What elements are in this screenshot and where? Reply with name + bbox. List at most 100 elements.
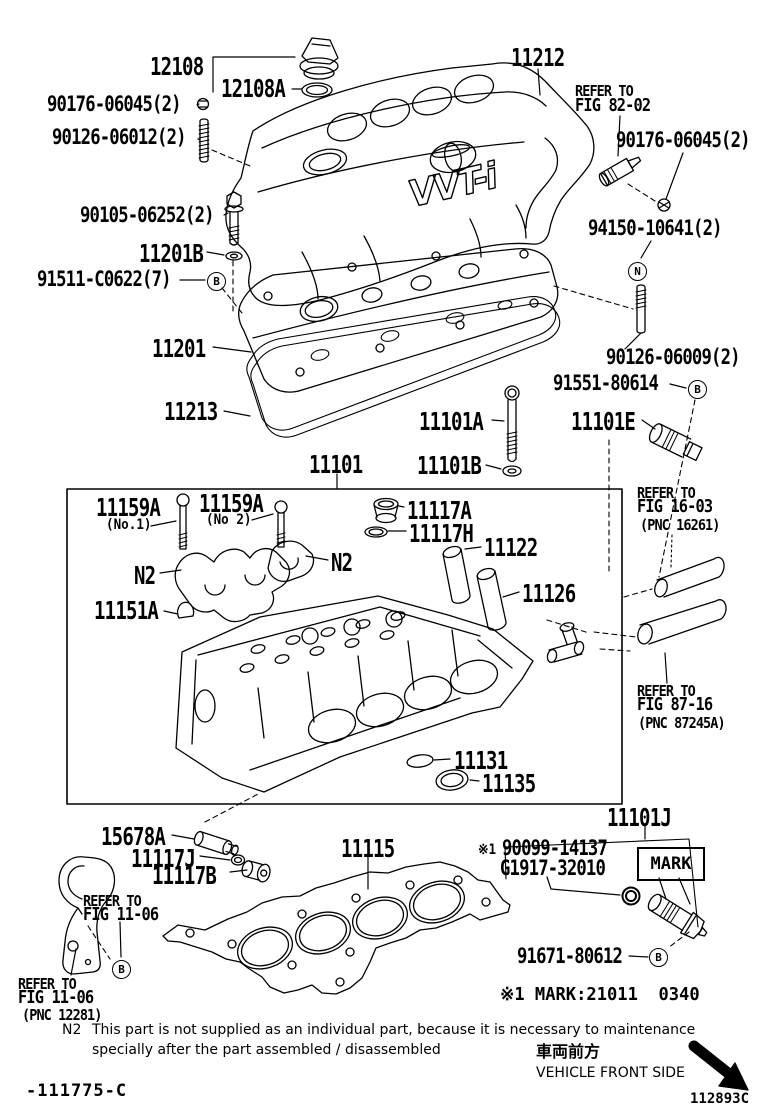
part-label-90126-06009: 90126-06009(2) (606, 345, 740, 369)
part-label-11135: 11135 (482, 769, 536, 798)
seal-11135-drawing (435, 769, 469, 791)
part-label-11131: 11131 (454, 746, 508, 775)
callout-circle-n-94150: N (628, 262, 647, 281)
part-label-g1917: G1917-32010 (500, 856, 606, 880)
knock-sensor-91671-drawing (647, 893, 708, 940)
oil-nozzle-15678a-drawing (193, 830, 239, 856)
dotted-leaders (670, 534, 673, 568)
ref-fig-82-02-line2: FIG 82-02 (575, 95, 651, 116)
part-label-91551: 91551-80614 (553, 371, 659, 395)
part-label-11159a-no1: 11159A (96, 493, 161, 522)
leader-lines (70, 56, 691, 976)
valve-guide-11126-drawing (476, 567, 507, 631)
star1-marker: ※1 (478, 842, 497, 858)
part-label-90126-06012: 90126-06012(2) (52, 125, 186, 149)
part-label-91671: 91671-80612 (517, 944, 623, 968)
part-label-11159a-no1-sub: (No.1) (106, 517, 152, 533)
toyota-logo (429, 140, 477, 174)
front-side-label-jp: 車両前方 (536, 1042, 601, 1061)
ref-fig-87-16-line3: (PNC 87245A) (638, 714, 726, 732)
valve-guide-11122-drawing (442, 545, 471, 604)
o-ring-90099-drawing (621, 886, 641, 906)
nut-90176-right-drawing (657, 198, 671, 212)
part-label-11159a-no2: 11159A (199, 489, 264, 518)
ref-fig-16-03-line2: FIG 16-03 (637, 496, 713, 517)
chain-guide-bracket-drawing (58, 856, 116, 975)
part-label-11101: 11101 (309, 450, 363, 479)
tube-seat-11117a-drawing (373, 497, 399, 524)
oil-filler-cap-drawing (299, 37, 339, 80)
part-label-91511: 91511-C0622(7) (37, 267, 171, 291)
part-label-11201: 11201 (152, 334, 206, 363)
camshaft-cap-left-drawing (174, 547, 291, 623)
part-label-11212: 11212 (511, 43, 565, 72)
plug-11151a-drawing (176, 601, 195, 619)
ref-fig-16-03-line1: REFER TO (637, 484, 696, 502)
ref-fig-11-06-btm-line3: (PNC 12281) (22, 1006, 102, 1024)
ref-fig-11-06-mid-line2: FIG 11-06 (83, 904, 159, 925)
ring-11117h-drawing (364, 526, 388, 538)
part-label-11122: 11122 (484, 533, 538, 562)
footnote-ref: N2 (62, 1022, 82, 1038)
dashed-lines (87, 149, 696, 960)
mark-box: MARK (637, 847, 705, 881)
part-label-11101a: 11101A (419, 407, 484, 436)
part-label-90099: 90099-14137 (502, 836, 608, 860)
plug-11117b-drawing (241, 860, 271, 883)
part-label-11101b: 11101B (417, 451, 482, 480)
washer-11101b-drawing (502, 465, 522, 477)
mark-box-label: MARK (650, 854, 692, 874)
mark-note: ※1 MARK:21011 0340 (500, 984, 700, 1005)
cylinder-head-drawing (175, 595, 534, 793)
vvt-i-logo-text: VVT-i (405, 155, 503, 215)
cylinder-head-group-box (66, 488, 623, 805)
ref-fig-11-06-mid-line1: REFER TO (83, 892, 142, 910)
footnote-line1: This part is not supplied as an individu… (92, 1022, 696, 1038)
stud-90126-06012-drawing (198, 118, 210, 163)
valve-cover-drawing (237, 247, 559, 393)
ref-fig-82-02-line1: REFER TO (575, 82, 634, 100)
vehicle-front-arrow (688, 1040, 749, 1091)
nut-90176-left-drawing (196, 97, 210, 111)
part-label-90105: 90105-06252(2) (80, 203, 214, 227)
part-label-11117j: 11117J (131, 844, 196, 873)
head-bolt-11101a-drawing (504, 385, 520, 463)
callout-circle-b-91551: B (688, 380, 707, 399)
part-label-12108a: 12108A (221, 74, 286, 103)
drawing-code-right: 112893C (690, 1091, 750, 1107)
head-gasket-drawing (162, 861, 511, 995)
oval-11131-drawing (406, 754, 434, 768)
ref-fig-11-06-btm-line2: FIG 11-06 (18, 987, 94, 1008)
pipe-87245a-drawing (637, 599, 727, 645)
part-label-11159a-no2-sub: (No 2) (206, 512, 252, 528)
callout-circle-b-91671: B (649, 948, 668, 967)
part-label-11126: 11126 (522, 579, 576, 608)
front-side-label-en: VEHICLE FRONT SIDE (536, 1065, 685, 1081)
ref-fig-16-03-line3: (PNC 16261) (640, 516, 720, 534)
bolt-11159a-no2-drawing (274, 500, 288, 548)
part-label-11117a: 11117A (407, 496, 472, 525)
stud-90126-06009-drawing (635, 284, 647, 334)
part-label-11101e: 11101E (571, 407, 636, 436)
valve-cover-gasket-drawing (246, 296, 561, 438)
part-label-11117h: 11117H (409, 519, 474, 548)
cap-gasket-drawing (301, 82, 333, 98)
cover-sensor-drawing (598, 156, 642, 187)
ref-fig-87-16-line1: REFER TO (637, 682, 696, 700)
sensor-11101e-drawing (648, 423, 703, 462)
camshaft-cap-right-drawing (267, 540, 315, 583)
ref-fig-11-06-btm-line1: REFER TO (18, 975, 77, 993)
gasket-11117j-drawing (230, 854, 246, 866)
part-label-11115: 11115 (341, 834, 395, 863)
ref-fig-87-16-line2: FIG 87-16 (637, 694, 713, 715)
callout-n2-right: N2 (331, 548, 353, 577)
bolt-90105-drawing (224, 191, 244, 246)
part-label-11201b: 11201B (139, 239, 204, 268)
callout-circle-b-91511: B (207, 272, 226, 291)
sensor-group-enclosure (504, 838, 699, 928)
part-label-11151a: 11151A (94, 596, 159, 625)
part-label-11101j: 11101J (607, 803, 672, 832)
callout-circle-b-fig1106: B (112, 960, 131, 979)
